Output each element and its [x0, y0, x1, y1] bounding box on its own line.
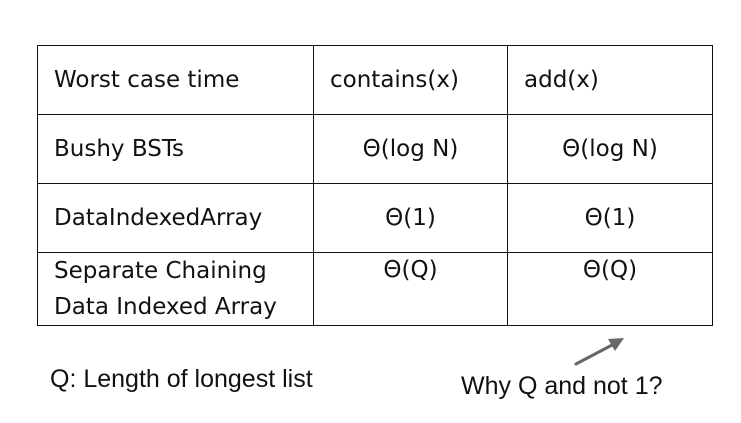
- row-label: DataIndexedArray: [37, 183, 314, 253]
- definition-note: Q: Length of longest list: [50, 365, 313, 393]
- header-cell-contains: contains(x): [313, 45, 508, 115]
- complexity-table: Worst case time contains(x) add(x) Bushy…: [37, 45, 713, 326]
- contains-cell: Θ(log N): [313, 114, 508, 184]
- table-row: DataIndexedArray Θ(1) Θ(1): [37, 183, 713, 253]
- add-cell: Θ(log N): [507, 114, 713, 184]
- header-cell-add: add(x): [507, 45, 713, 115]
- add-cell: Θ(Q): [507, 252, 713, 326]
- arrow-up-right-icon: [574, 338, 624, 366]
- contains-cell: Θ(1): [313, 183, 508, 253]
- table-row: Separate Chaining Data Indexed Array Θ(Q…: [37, 252, 713, 326]
- row-label: Separate Chaining Data Indexed Array: [37, 252, 314, 326]
- header-cell-operation: Worst case time: [37, 45, 314, 115]
- row-label: Bushy BSTs: [37, 114, 314, 184]
- question-note: Why Q and not 1?: [461, 372, 663, 400]
- row-label-line: Data Indexed Array: [54, 294, 277, 320]
- row-label-line: Separate Chaining: [54, 258, 267, 284]
- table-row: Bushy BSTs Θ(log N) Θ(log N): [37, 114, 713, 184]
- add-cell: Θ(1): [507, 183, 713, 253]
- table-header-row: Worst case time contains(x) add(x): [37, 45, 713, 115]
- contains-cell: Θ(Q): [313, 252, 508, 326]
